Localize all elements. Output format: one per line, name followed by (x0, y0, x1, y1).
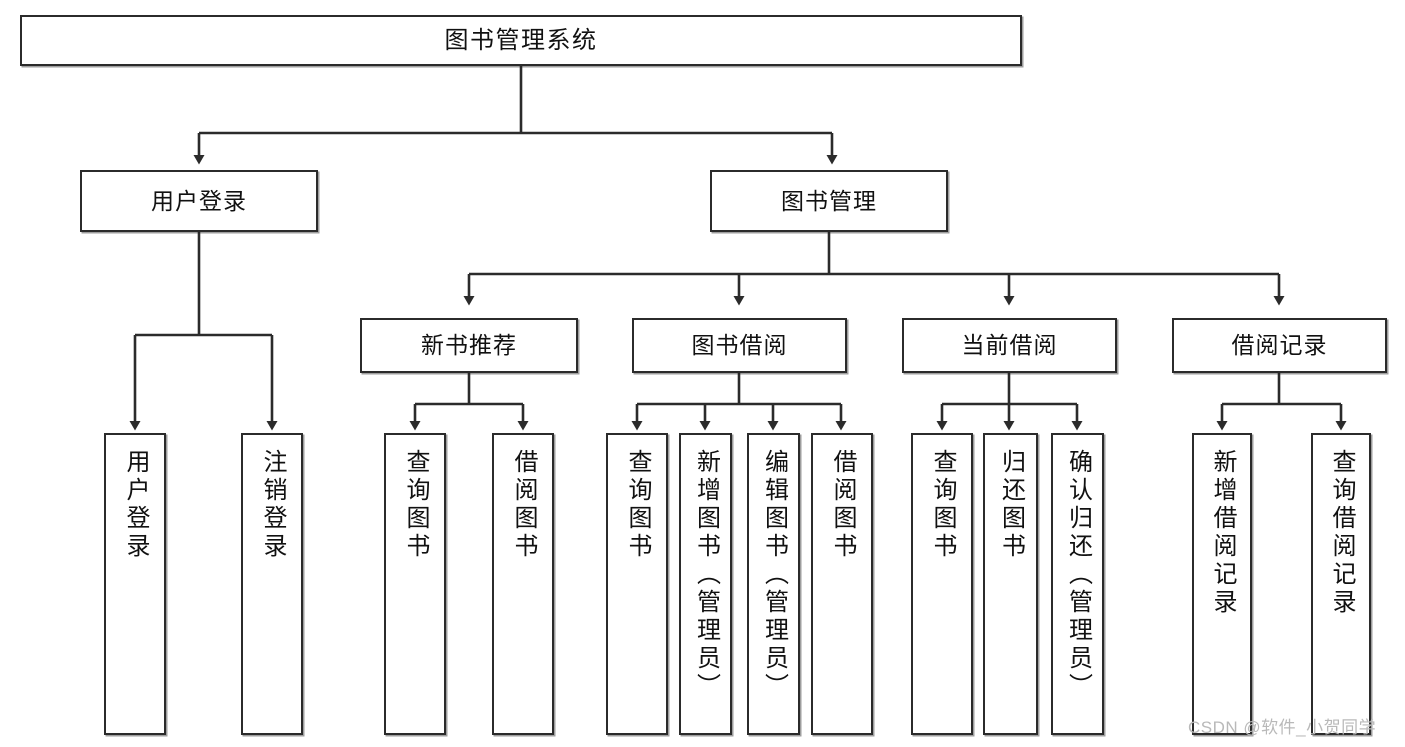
node-root-system[interactable]: 图书管理系统 (20, 15, 1022, 66)
leaf-book-borrow-add[interactable]: 新增图书（管理员） (679, 433, 732, 735)
node-label: 查询图书 (624, 449, 651, 561)
leaf-user-login-logout[interactable]: 注销登录 (241, 433, 303, 735)
node-label: 查询借阅记录 (1328, 449, 1355, 617)
leaf-book-borrow-edit[interactable]: 编辑图书（管理员） (747, 433, 800, 735)
leaf-book-borrow-query[interactable]: 查询图书 (606, 433, 668, 735)
node-book-borrow[interactable]: 图书借阅 (632, 318, 847, 373)
node-label: 用户登录 (122, 449, 149, 561)
node-label: 借阅记录 (1231, 332, 1328, 359)
node-label: 确认归还（管理员） (1064, 449, 1092, 701)
leaf-new-book-query[interactable]: 查询图书 (384, 433, 446, 735)
leaf-current-borrow-query[interactable]: 查询图书 (911, 433, 973, 735)
node-label: 编辑图书（管理员） (760, 449, 788, 701)
node-label: 图书借阅 (691, 332, 788, 359)
node-label: 归还图书 (997, 449, 1025, 561)
node-current-borrow[interactable]: 当前借阅 (902, 318, 1117, 373)
node-label: 用户登录 (151, 187, 247, 214)
leaf-borrow-record-query[interactable]: 查询借阅记录 (1311, 433, 1371, 735)
node-label: 图书管理系统 (444, 26, 598, 54)
node-label: 查询图书 (929, 449, 956, 561)
leaf-current-borrow-confirm-return[interactable]: 确认归还（管理员） (1051, 433, 1104, 735)
node-user-login[interactable]: 用户登录 (80, 170, 318, 232)
leaf-new-book-borrow[interactable]: 借阅图书 (492, 433, 554, 735)
node-borrow-record[interactable]: 借阅记录 (1172, 318, 1387, 373)
node-label: 借阅图书 (510, 449, 537, 561)
leaf-current-borrow-return[interactable]: 归还图书 (983, 433, 1038, 735)
node-label: 注销登录 (259, 449, 286, 561)
node-new-book-recommend[interactable]: 新书推荐 (360, 318, 578, 373)
node-label: 新书推荐 (421, 332, 517, 359)
node-label: 新增图书（管理员） (692, 449, 720, 701)
node-label: 新增借阅记录 (1209, 449, 1236, 617)
node-label: 借阅图书 (829, 449, 856, 561)
leaf-user-login-login[interactable]: 用户登录 (104, 433, 166, 735)
leaf-book-borrow-borrow[interactable]: 借阅图书 (811, 433, 873, 735)
node-label: 图书管理 (781, 187, 877, 214)
node-label: 当前借阅 (961, 332, 1058, 359)
node-book-management[interactable]: 图书管理 (710, 170, 948, 232)
node-label: 查询图书 (402, 449, 429, 561)
leaf-borrow-record-add[interactable]: 新增借阅记录 (1192, 433, 1252, 735)
watermark-text: CSDN @软件_小贺同学 (1188, 718, 1377, 737)
